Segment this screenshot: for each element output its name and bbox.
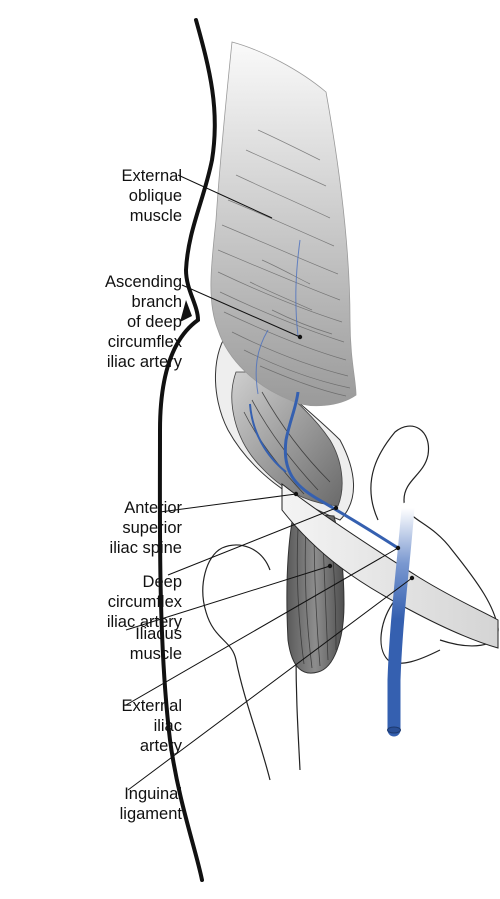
label-inguinal: Inguinal ligament: [120, 784, 182, 824]
label-external-oblique: External oblique muscle: [121, 166, 182, 226]
external-iliac-vessel: [394, 508, 408, 730]
label-ascending-branch: Ascending branch of deep circumflex ilia…: [105, 272, 182, 372]
label-iliacus: Iliacus muscle: [130, 624, 182, 664]
femur-outline: [203, 548, 270, 780]
external-iliac-end: [388, 727, 401, 733]
femur-outline-3: [296, 652, 300, 770]
label-asis: Anterior superior iliac spine: [110, 498, 182, 558]
label-external-iliac: External iliac artery: [121, 696, 182, 756]
label-dcia: Deep circumflex iliac artery: [107, 572, 182, 632]
femur-outline-2: [222, 545, 270, 570]
